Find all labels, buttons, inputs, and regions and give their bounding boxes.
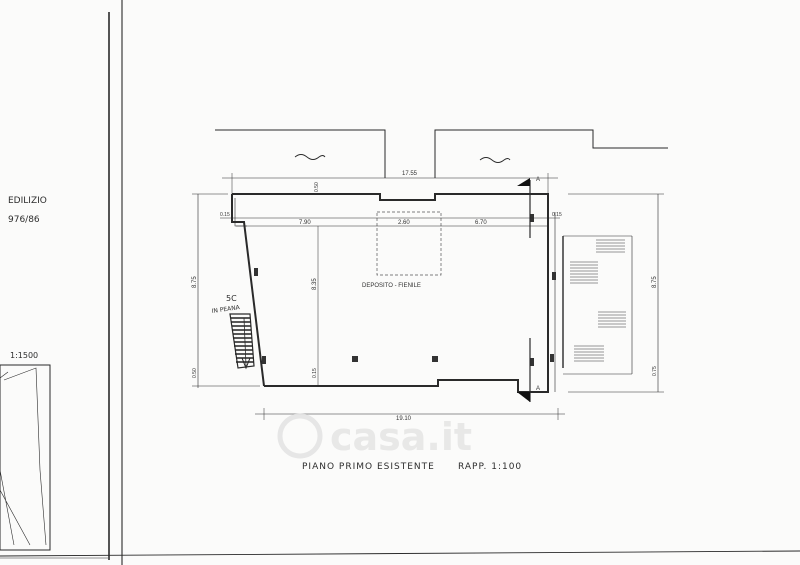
svg-text:A: A	[536, 386, 540, 392]
watermark-logo-icon	[277, 413, 323, 459]
column	[552, 272, 556, 280]
inner-dashed-area	[376, 211, 442, 276]
slope-mark-left	[294, 154, 326, 160]
dim-height-right: 8.75	[652, 276, 658, 288]
dim-height-left: 8.75	[192, 276, 198, 288]
column	[262, 356, 266, 364]
dim-wall-left: 0.15	[220, 212, 230, 218]
watermark: casa.it	[277, 413, 472, 459]
dimension-lines	[192, 173, 664, 420]
svg-text:A: A	[536, 177, 540, 183]
dim-seg-left: 7.90	[299, 220, 311, 226]
building-number: 976/86	[8, 215, 40, 225]
east-terrace	[563, 235, 633, 375]
building-label: EDILIZIO	[8, 196, 47, 206]
plan-scale: RAPP. 1:100	[458, 462, 522, 472]
site-plan-lines	[0, 367, 47, 546]
stair-label: 5C	[226, 294, 237, 303]
dim-wall-right: 0.15	[552, 212, 562, 218]
terrain-outline	[215, 129, 668, 178]
plan-title: PIANO PRIMO ESISTENTE	[302, 462, 435, 472]
stair-note: IN PEANA	[211, 304, 241, 315]
watermark-text: casa.it	[330, 415, 472, 459]
staircase	[229, 313, 255, 370]
room-label: DEPOSITO - FIENILE	[362, 283, 421, 289]
column	[432, 356, 438, 362]
dim-height-inner: 8.35	[312, 278, 318, 290]
column	[530, 358, 534, 366]
left-panel: EDILIZIO 976/86 1:1500	[0, 196, 51, 551]
column	[254, 268, 258, 276]
site-plan-frame	[0, 364, 51, 551]
dimension-labels: 17.55 7.90 2.60 6.70 19.10 0.50 0.15 0.1…	[192, 171, 658, 422]
column	[352, 356, 358, 362]
dim-small-inner: 0.15	[312, 368, 318, 378]
dim-small-left: 0.50	[192, 368, 198, 378]
dim-overall-top: 17.55	[402, 171, 418, 177]
dim-overall-bottom: 19.10	[396, 416, 412, 422]
slope-mark-right	[479, 157, 511, 163]
dim-seg-right: 6.70	[475, 220, 487, 226]
dim-seg-mid: 2.60	[398, 220, 410, 226]
dim-small-right: 0.75	[652, 366, 658, 376]
section-marker-top: A	[517, 177, 540, 238]
site-scale-label: 1:1500	[10, 351, 38, 360]
dim-wall-top: 0.50	[314, 182, 320, 192]
section-marker-bottom: A	[517, 338, 540, 402]
floor-plan: A A	[229, 177, 633, 402]
column	[550, 354, 554, 362]
